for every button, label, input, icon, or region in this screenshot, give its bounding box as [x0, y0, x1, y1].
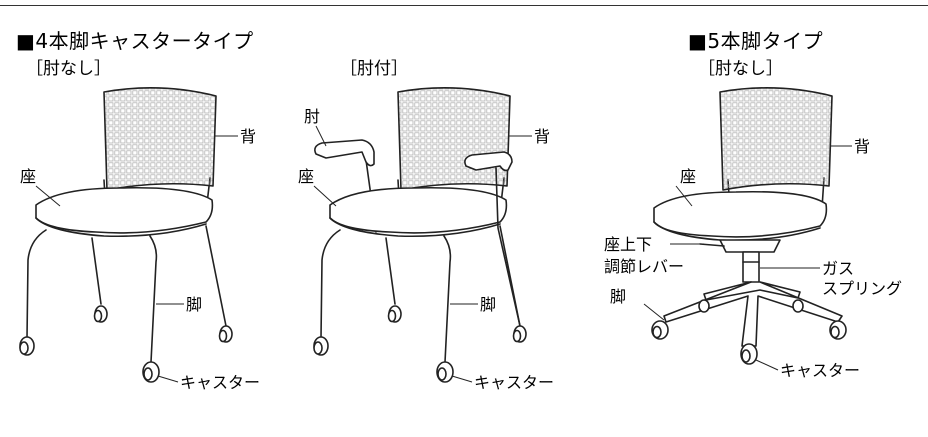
chair-1-rear-legs: [91, 225, 227, 327]
chair-3-base: [663, 281, 843, 347]
chair-3-label-caster: キャスター: [780, 361, 860, 380]
top-rule: [0, 5, 928, 6]
heading-4-leg-caster: ■4本脚キャスタータイプ: [16, 29, 254, 53]
chair-2-drawing: [313, 87, 527, 383]
chair-1-label-leg: 脚: [186, 295, 202, 314]
chair-1-front-legs: [26, 229, 158, 363]
chair-3-label-lever-line1: 座上下: [604, 235, 652, 254]
chair-2-right-arm-post: [495, 167, 521, 327]
chair-1-label-seat: 座: [20, 167, 36, 186]
chair-3-casters: [651, 299, 847, 365]
chair-2-backrest: [397, 87, 511, 191]
chair-2-right-armrest: [464, 151, 513, 172]
chair-2-seat: [329, 186, 508, 234]
chair-1-label-back: 背: [240, 127, 256, 146]
chair-3-backrest: [719, 87, 833, 191]
subheading-no-armrest-1: ［肘なし］: [26, 59, 111, 79]
chair-1-seat: [35, 186, 214, 234]
chair-3-label-back: 背: [854, 137, 870, 156]
chair-2-label-back: 背: [534, 127, 550, 146]
chair-2-casters: [313, 305, 527, 383]
chair-3-label-gas-line1: ガス: [822, 259, 854, 278]
chair-2-label-arm: 肘: [304, 107, 320, 126]
chair-3-label-seat: 座: [680, 167, 696, 186]
chair-2-label-caster: キャスター: [474, 373, 554, 392]
chair-3-label-gas-line2: スプリング: [822, 279, 902, 298]
chair-3-drawing: [651, 87, 847, 365]
chair-2-label-leg: 脚: [480, 295, 496, 314]
subheading-no-armrest-2: ［肘なし］: [698, 59, 783, 79]
chair-3-gas-spring: [742, 251, 760, 283]
chair-1-backrest: [103, 87, 217, 191]
chair-3-label-leg: 脚: [610, 287, 626, 306]
chair-3-seat: [653, 190, 828, 238]
chair-1-casters: [19, 305, 233, 383]
chair-2-left-armrest: [314, 139, 375, 167]
chair-1-label-caster: キャスター: [180, 373, 260, 392]
chair-3-label-lever-line2: 調節レバー: [604, 257, 684, 276]
chair-1-drawing: [19, 87, 233, 383]
subheading-with-armrest: ［肘付］: [340, 59, 408, 79]
heading-5-leg: ■5本脚タイプ: [688, 29, 823, 53]
chair-2-label-seat: 座: [298, 167, 314, 186]
